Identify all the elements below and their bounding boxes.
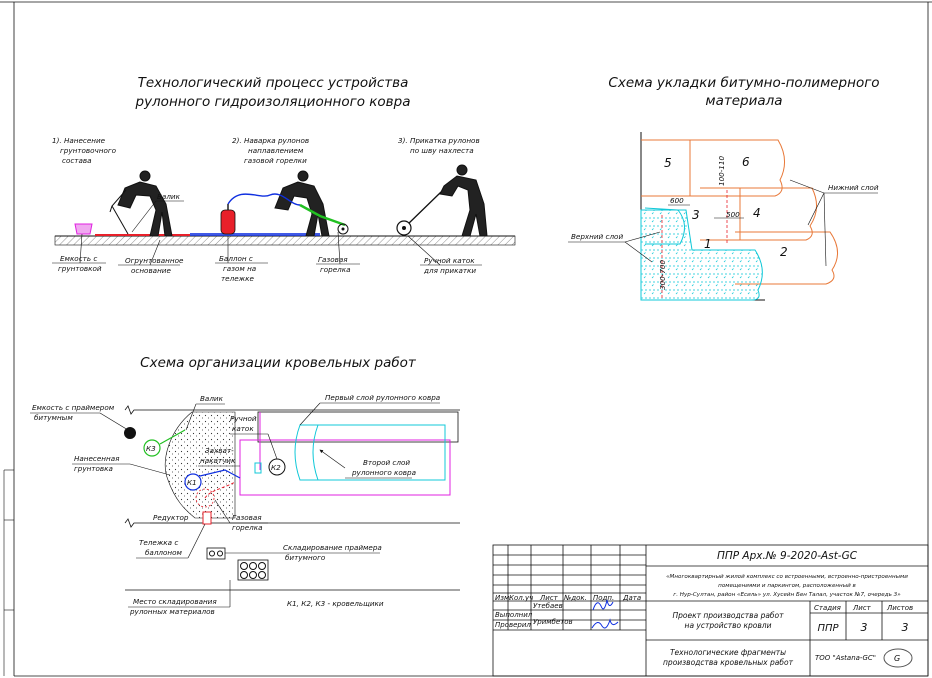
roller-handle [405, 191, 442, 227]
header-izm: Изм. [495, 594, 511, 602]
ground-slab [54, 235, 516, 246]
company-name: ТОО "Astana-GC" [815, 654, 876, 662]
dim-300-700: 300-700 [658, 260, 667, 290]
layers-section: 5 6 3 4 1 2 600 500 100-110 300-700 Нижн… [568, 132, 879, 301]
header-doc: №док. [563, 594, 587, 602]
process-title-2: рулонного гидроизоляционного ковра [135, 94, 411, 110]
worker-priming-icon [109, 170, 173, 237]
dim-500: 500 [726, 210, 740, 219]
sheet-value: 3 [861, 621, 868, 634]
document-code: ППР Арх.№ 9-2020-Ast-GC [717, 550, 858, 562]
name-urimbetov: Уримбетов [533, 618, 573, 626]
primer-storage-icon [206, 547, 226, 560]
org-reductor-label: Редуктор [153, 513, 189, 522]
sheet-label: Лист [852, 604, 872, 612]
header-podp: Подп. [593, 594, 614, 602]
torch-icon [299, 203, 346, 227]
process-title-1: Технологический процесс устройства [138, 75, 409, 91]
role-vypolnil: Выполнил [495, 611, 533, 619]
org-zahvat-label: Захват-накатчик [200, 446, 236, 465]
gas-hose [227, 193, 301, 206]
layer-number-6: 6 [742, 155, 750, 169]
worker-k3-icon [143, 439, 161, 457]
dim-600: 600 [670, 196, 684, 205]
first-layer-area [257, 411, 459, 443]
title-block [492, 544, 929, 677]
primer-bucket-icon [74, 223, 93, 235]
second-layer-area [294, 424, 446, 481]
lower-sheet-3-4 [700, 187, 817, 241]
project-description: «Многоквартирный жилой комплекс со встро… [666, 574, 908, 598]
role-proveril: Проверил [495, 621, 531, 629]
primer-container-icon [124, 427, 136, 439]
layer-number-3: 3 [692, 208, 700, 222]
upper-sheet [640, 209, 763, 301]
worker-k1-icon [184, 473, 202, 491]
org-first-layer-label: Первый слой рулонного ковра [325, 393, 440, 402]
header-data: Дата [622, 594, 641, 602]
layers-title-2: материала [705, 93, 782, 109]
sheets-label: Листов [886, 604, 913, 612]
svg-text:G: G [894, 654, 900, 663]
header-list: Лист [539, 594, 559, 602]
stage-value: ППР [817, 623, 839, 634]
name-utebaev: Утебаев [533, 602, 563, 610]
worker-k2-label: К2 [271, 463, 281, 472]
upper-layer-label: Верхний слой [571, 232, 623, 241]
layer-number-4: 4 [753, 206, 761, 220]
layer-number-1: 1 [704, 237, 712, 251]
org-valik-label: Валик [200, 394, 224, 403]
org-workers-note: К1, К2, К3 - кровельщики [287, 599, 384, 608]
layers-title-1: Схема укладки битумно-полимерного [608, 75, 879, 91]
lower-sheet-5-6 [641, 139, 785, 197]
layer-number-5: 5 [664, 156, 672, 170]
organization-title: Схема организации кровельных работ [140, 355, 417, 371]
signature-2 [591, 618, 619, 629]
company-logo-icon [883, 648, 913, 668]
signature-1 [592, 599, 614, 611]
stage-label: Стадия [814, 604, 841, 612]
header-kol: Кол.уч [509, 594, 533, 602]
sheets-value: 3 [902, 621, 909, 634]
process-valik-label: Валик [157, 192, 181, 201]
layer-number-2: 2 [780, 245, 788, 259]
worker-k1-label: К1 [187, 478, 197, 487]
primer-layer [95, 234, 190, 236]
dim-100-110: 100-110 [717, 156, 726, 186]
gas-cylinder-icon [220, 209, 236, 235]
gas-cylinder-cart-icon [202, 511, 212, 525]
worker-torching-icon [274, 170, 330, 237]
lower-sheet-2 [735, 231, 838, 285]
lower-layer-label: Нижний слой [828, 183, 879, 192]
worker-rolling-icon [439, 164, 488, 237]
roll-storage-icon [237, 559, 269, 581]
worker-k3-label: К3 [146, 444, 156, 453]
primed-area [165, 411, 236, 519]
